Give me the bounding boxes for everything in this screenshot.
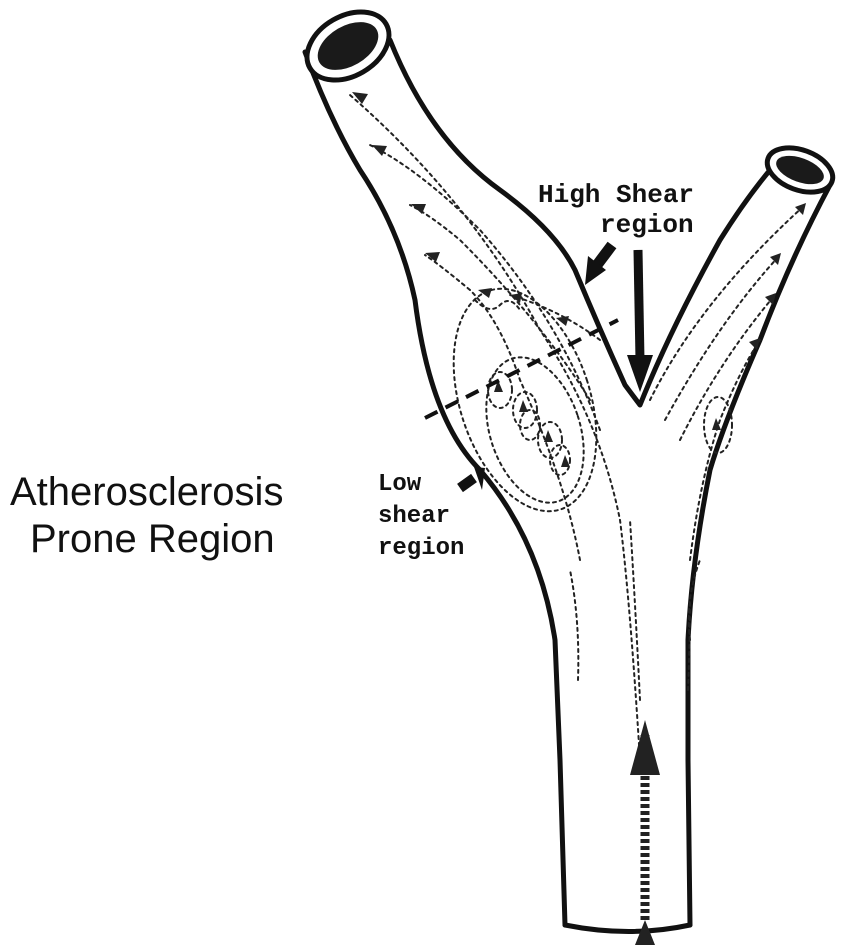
low-shear-label-line1: Low <box>378 471 422 498</box>
low-shear-label-line2: shear <box>378 503 450 530</box>
high-shear-label-line1: High Shear <box>538 180 694 210</box>
high-shear-label-line2: region <box>600 210 694 240</box>
prone-region-label-line2: Prone Region <box>30 517 275 561</box>
low-shear-label-line3: region <box>378 535 464 562</box>
prone-region-label-line1: Atherosclerosis <box>10 470 283 514</box>
